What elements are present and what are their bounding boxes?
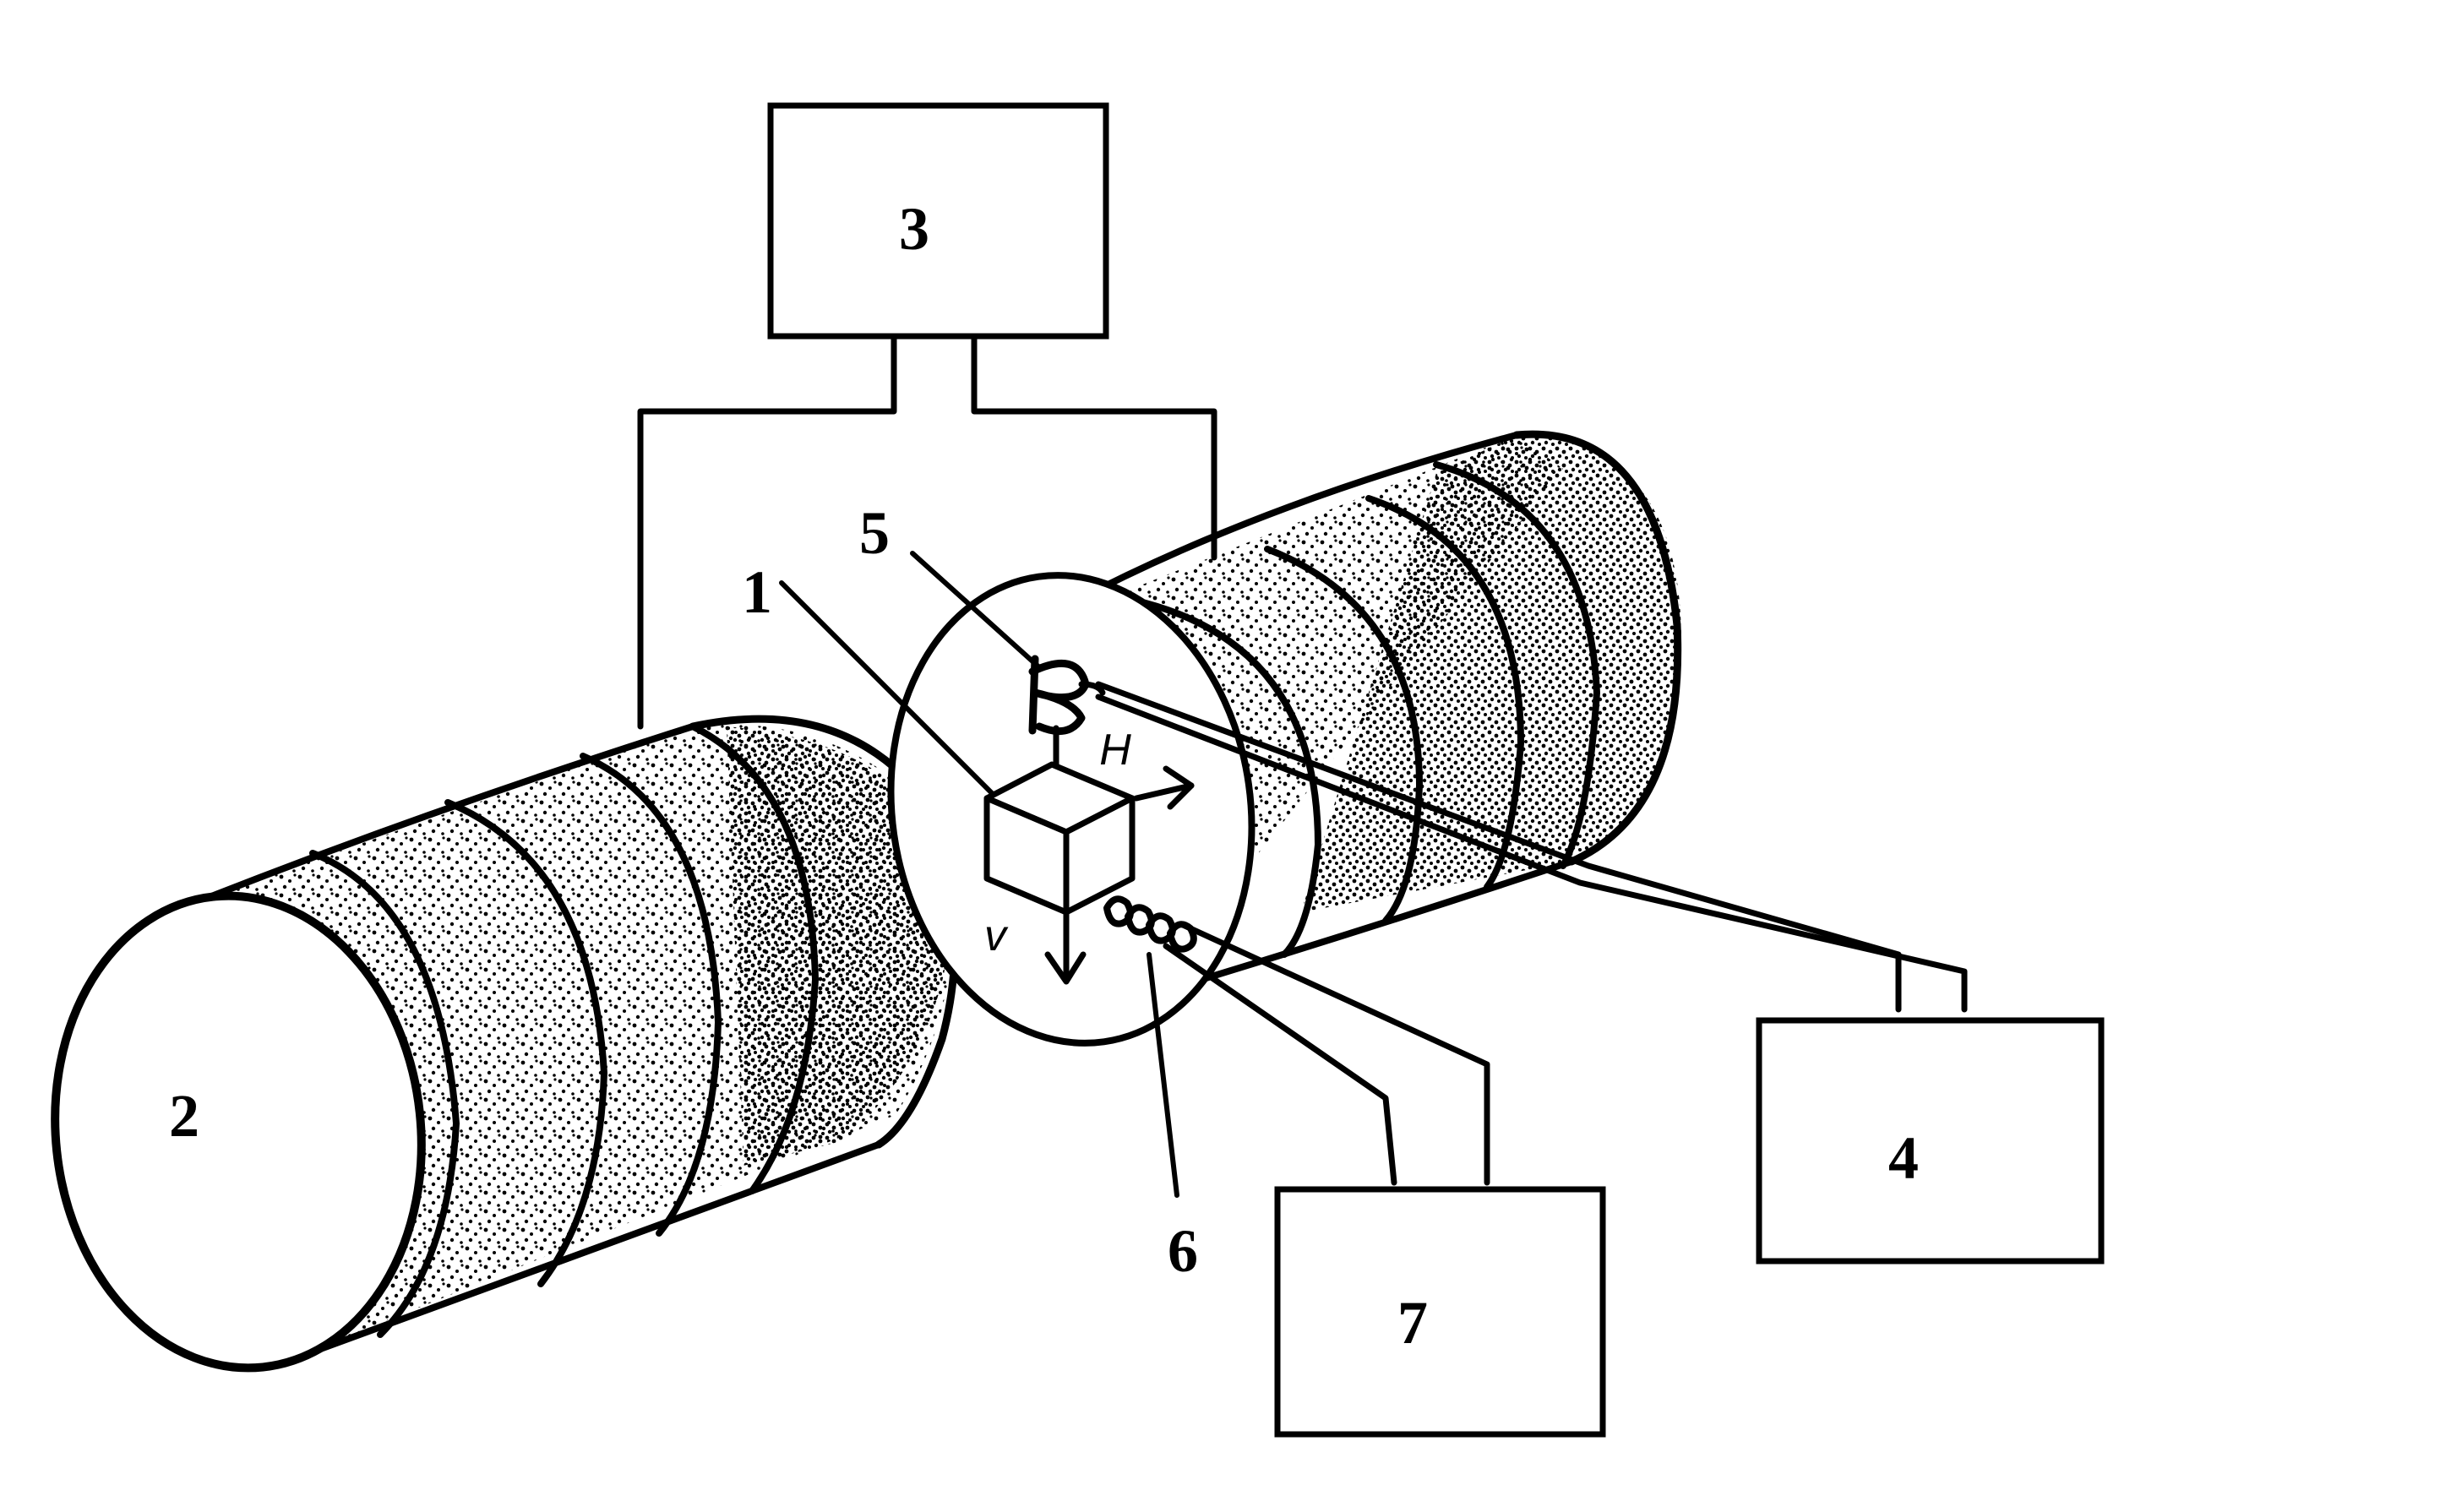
leader-lines	[779, 551, 1179, 1198]
box-3	[767, 102, 1109, 340]
label-1: 1	[742, 558, 772, 626]
label-field-H: H	[1099, 726, 1131, 775]
label-velocity-v: v	[984, 911, 1009, 960]
field-arrow-H	[1133, 765, 1195, 810]
label-2: 2	[169, 1082, 199, 1150]
label-7: 7	[1397, 1289, 1428, 1357]
sample-cube	[983, 761, 1136, 916]
coil-5	[1028, 655, 1106, 768]
left-magnet-cylinder	[51, 715, 959, 1373]
label-6: 6	[1168, 1217, 1198, 1285]
box7-wires	[1163, 922, 1490, 1186]
label-5: 5	[859, 499, 890, 567]
coil-6	[1103, 895, 1197, 953]
box-4	[1756, 1017, 2105, 1265]
box4-wires	[1095, 681, 1968, 1013]
box-7	[1274, 1186, 1606, 1438]
label-4: 4	[1888, 1124, 1919, 1192]
box3-wires	[637, 333, 1217, 730]
label-3: 3	[899, 195, 929, 263]
velocity-arrow-v	[1044, 909, 1087, 985]
